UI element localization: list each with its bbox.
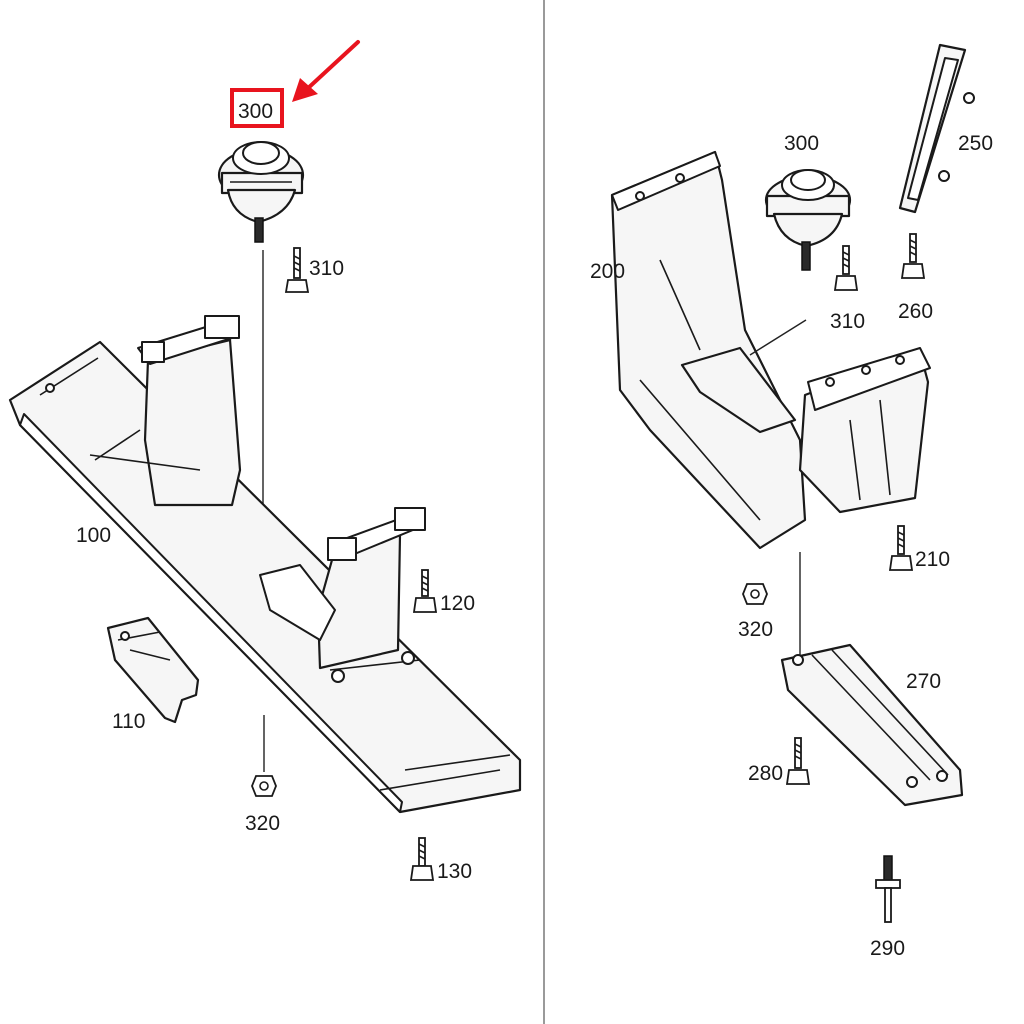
callout-280: 280 [748,762,783,785]
nut-320-right [742,583,768,605]
bar-250 [898,43,975,214]
callout-100: 100 [76,524,111,547]
callout-300-right: 300 [784,132,819,155]
engine-mount-300-right [764,169,852,271]
bolt-280 [785,737,811,785]
crossmember-100 [8,315,522,814]
callout-250: 250 [958,132,993,155]
bolt-260 [900,233,926,279]
callout-130: 130 [437,860,472,883]
bolt-210 [888,525,914,571]
nut-320-left [251,775,277,797]
callout-120: 120 [440,592,475,615]
callout-320-right: 320 [738,618,773,641]
bolt-310-left [284,247,310,293]
red-arrow-icon [292,40,360,102]
highlight-box [230,88,284,128]
leader-310-right [749,319,807,356]
callout-310-right: 310 [830,310,865,333]
callout-110: 110 [112,710,145,733]
callout-200: 200 [590,260,625,283]
bolt-290 [875,855,901,923]
bolt-120 [412,569,438,613]
callout-310-left: 310 [309,257,344,280]
callout-260: 260 [898,300,933,323]
callout-210: 210 [915,548,950,571]
callout-290: 290 [870,937,905,960]
callout-300-left: 300 [238,100,273,123]
support-200 [610,150,931,550]
callout-320-left: 320 [245,812,280,835]
engine-mount-300-left [217,141,305,243]
callout-270: 270 [906,670,941,693]
plate-270 [780,643,964,807]
bracket-110 [106,616,200,724]
bolt-130 [409,837,435,881]
bolt-310-right [833,245,859,291]
